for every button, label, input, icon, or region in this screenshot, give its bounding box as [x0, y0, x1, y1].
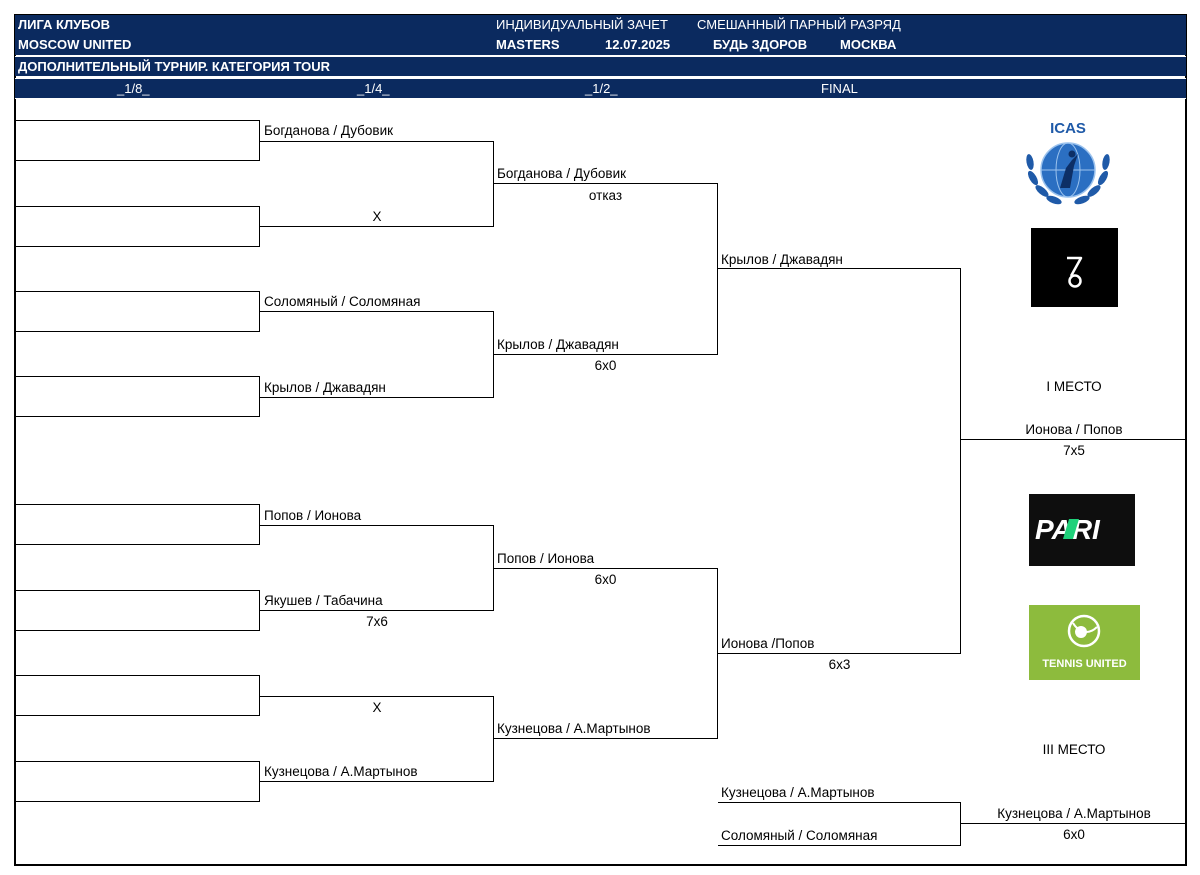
entry-slot — [16, 120, 260, 161]
bracket-line — [718, 653, 961, 654]
qf-score: 6х0 — [594, 358, 617, 373]
third-place-winner: Кузнецова / А.Мартынов — [997, 806, 1151, 821]
third-place-player-a: Кузнецова / А.Мартынов — [721, 785, 875, 800]
round-label-final: FINAL — [821, 81, 858, 96]
entry-slot — [16, 761, 260, 802]
bracket-connector — [960, 802, 961, 846]
rounds-bar: _1/8_ _1/4_ _1/2_ FINAL — [15, 78, 1186, 99]
bracket-connector — [717, 568, 718, 739]
qf-score: отказ — [588, 188, 623, 203]
round-label-1-2: _1/2_ — [585, 81, 618, 96]
bracket-connector — [493, 525, 494, 611]
third-place-player-b: Соломяный / Соломяная — [721, 828, 878, 843]
bracket-line — [961, 439, 1187, 440]
icas-logo: ICAS — [1020, 118, 1116, 210]
r16-winner: Кузнецова / А.Мартынов — [264, 764, 418, 779]
entry-slot — [16, 504, 260, 545]
bracket-line — [260, 781, 494, 782]
bracket-connector — [960, 268, 961, 654]
r16-winner: Якушев / Табачина — [264, 593, 383, 608]
bracket-line — [260, 226, 494, 227]
qf-winner: Крылов / Джавадян — [497, 337, 619, 352]
qf-score: 6х0 — [594, 572, 617, 587]
entry-slot — [16, 590, 260, 631]
bracket-connector — [493, 696, 494, 782]
bracket-line — [260, 311, 494, 312]
entry-slot — [16, 675, 260, 716]
tournament-date: 12.07.2025 — [605, 37, 671, 52]
r16-winner: Богданова / Дубовик — [264, 123, 394, 138]
tennis-united-text: TENNIS UNITED — [1042, 658, 1126, 670]
round-label-1-8: _1/8_ — [117, 81, 150, 96]
bracket-line — [260, 696, 494, 697]
bracket-line — [260, 525, 494, 526]
third-place-score: 6х0 — [1063, 827, 1085, 842]
header-bar: ЛИГА КЛУБОВ MOSCOW UNITED ИНДИВИДУАЛЬНЫЙ… — [15, 15, 1186, 55]
seven-six-logo — [1031, 228, 1118, 307]
bracket-line — [961, 823, 1187, 824]
bracket-line — [494, 568, 717, 569]
first-place-label: I МЕСТО — [1046, 379, 1102, 394]
bracket-connector — [493, 141, 494, 227]
tennis-united-logo: TENNIS UNITED — [1029, 605, 1140, 680]
bracket-line — [718, 802, 961, 803]
bracket-connector — [493, 311, 494, 398]
event-type: ИНДИВИДУАЛЬНЫЙ ЗАЧЕТ — [496, 17, 668, 32]
bracket-line — [494, 738, 717, 739]
qf-winner: Богданова / Дубовик — [497, 166, 627, 181]
bracket-line — [260, 397, 494, 398]
entry-slot — [16, 206, 260, 247]
bracket-line — [494, 183, 717, 184]
entry-slot — [16, 291, 260, 332]
r16-winner: Соломяный / Соломяная — [264, 294, 421, 309]
round-label-1-4: _1/4_ — [357, 81, 390, 96]
bracket-line — [494, 354, 717, 355]
subtitle-bar: ДОПОЛНИТЕЛЬНЫЙ ТУРНИР. КАТЕГОРИЯ TOUR — [15, 56, 1186, 76]
discipline: СМЕШАННЫЙ ПАРНЫЙ РАЗРЯД — [697, 17, 901, 32]
final-score: 7х5 — [1063, 443, 1085, 458]
qf-winner: Кузнецова / А.Мартынов — [497, 721, 651, 736]
entry-slot — [16, 376, 260, 417]
league-name: ЛИГА КЛУБОВ — [18, 17, 111, 32]
subtitle: ДОПОЛНИТЕЛЬНЫЙ ТУРНИР. КАТЕГОРИЯ TOUR — [18, 59, 331, 74]
r16-winner: Крылов / Джавадян — [264, 380, 386, 395]
sf-winner: Крылов / Джавадян — [721, 252, 843, 267]
sf-winner: Ионова /Попов — [721, 636, 815, 651]
r16-winner: Попов / Ионова — [264, 508, 362, 523]
bracket-line — [260, 610, 494, 611]
tournament-level: MASTERS — [496, 37, 560, 52]
city: МОСКВА — [840, 37, 897, 52]
final-winner: Ионова / Попов — [1025, 422, 1123, 437]
bracket-line — [260, 141, 494, 142]
club-name: MOSCOW UNITED — [18, 37, 132, 52]
pari-logo: PARI — [1029, 494, 1135, 566]
r16-score: 7х6 — [366, 614, 388, 629]
bracket-line — [718, 268, 961, 269]
qf-winner: Попов / Ионова — [497, 551, 595, 566]
icas-logo-text: ICAS — [1050, 120, 1086, 137]
venue: БУДЬ ЗДОРОВ — [713, 37, 808, 52]
r16-winner: X — [372, 209, 382, 224]
bracket-connector — [717, 183, 718, 355]
third-place-label: III МЕСТО — [1042, 742, 1106, 757]
bracket-line — [718, 845, 961, 846]
r16-winner: X — [372, 700, 382, 715]
sf-score: 6х3 — [828, 657, 851, 672]
